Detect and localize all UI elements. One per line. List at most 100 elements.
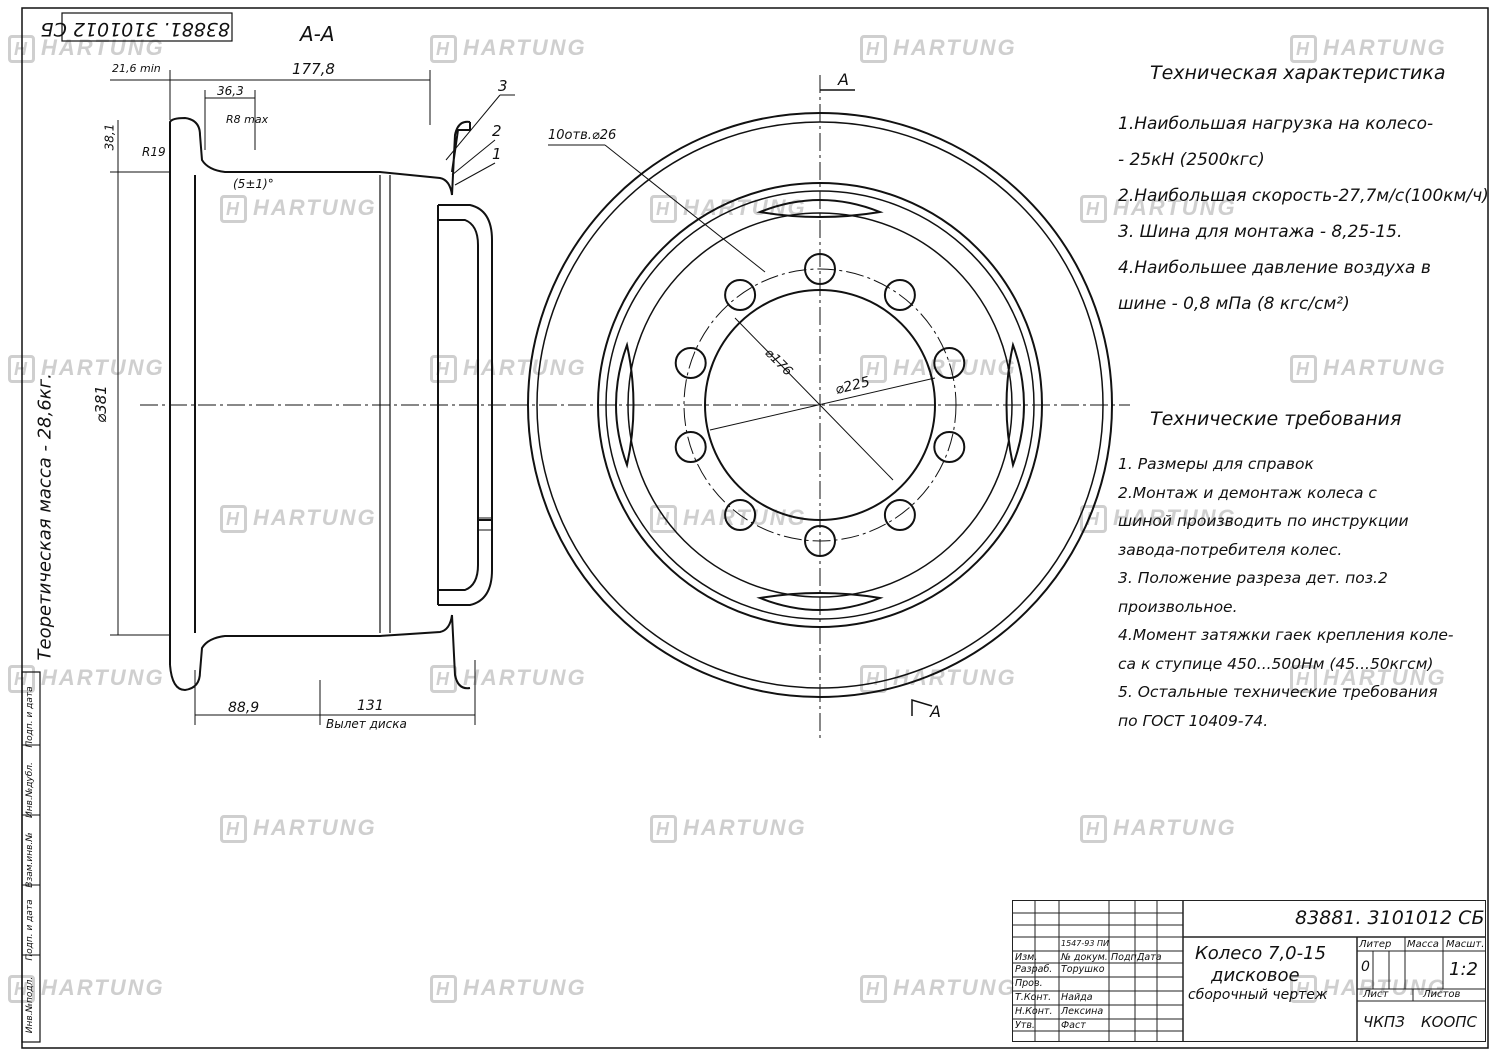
title-block-role: Изм. — [1015, 952, 1038, 963]
title-code: 83881. 3101012 СБ — [1295, 907, 1485, 929]
dim-36-3: 36,3 — [217, 84, 244, 98]
tech-req-line: завода-потребителя колес. — [1118, 540, 1343, 559]
tech-req-line: шиной производить по инструкции — [1118, 512, 1409, 530]
dim-r8: R8 max — [226, 113, 269, 126]
tech-char-title: Техническая характеристика — [1150, 62, 1446, 84]
tech-req-line: 4.Момент затяжки гаек крепления коле- — [1118, 626, 1454, 644]
bolt-hole — [933, 347, 966, 379]
rim-section-outline — [169, 116, 471, 665]
left-stamp-label: Инв.№подл. — [25, 976, 35, 1034]
bolt-hole — [674, 431, 707, 463]
sheet-border — [21, 7, 1489, 1049]
title-block-name: № докум. — [1061, 952, 1108, 963]
bolt-hole — [883, 279, 916, 311]
title-block-name: Фаст — [1061, 1020, 1086, 1031]
tech-char-line: 3. Шина для монтажа - 8,25-15. — [1118, 222, 1403, 242]
left-stamp-label: Взам.инв.№ — [25, 832, 35, 888]
left-stamp-label: Подп. и дата — [25, 899, 35, 961]
title-block-date: Дата — [1137, 952, 1162, 963]
scale-value: 1:2 — [1449, 959, 1478, 980]
top-stamp: 83881. 3101012 СБ — [40, 18, 230, 40]
title-name-3: сборочный чертеж — [1188, 987, 1328, 1003]
tech-req-line: 5. Остальные технические требования — [1118, 683, 1438, 701]
title-block-role: Т.Конт. — [1015, 992, 1052, 1003]
hdr-lit: Литер — [1359, 939, 1392, 950]
dim-131: 131 — [357, 698, 384, 714]
pos-1: 1 — [492, 145, 502, 163]
tech-char-line: 4.Наибольшее давление воздуха в — [1118, 258, 1431, 278]
bolt-hole — [724, 499, 757, 531]
tech-req-line: произвольное. — [1118, 597, 1238, 616]
pos-3: 3 — [498, 77, 508, 95]
dim-88-9: 88,9 — [228, 700, 260, 716]
bolt-holes — [674, 253, 966, 557]
title-block-sign: Подп. — [1111, 952, 1140, 963]
bolt-hole — [724, 279, 757, 311]
tech-req-line: 3. Положение разреза дет. поз.2 — [1118, 569, 1388, 587]
title-block-role: Разраб. — [1015, 964, 1053, 975]
tech-char-line: шине - 0,8 мПа (8 кгс/см²) — [1118, 294, 1350, 314]
org-1: ЧКПЗ — [1363, 1013, 1405, 1031]
dim-r19: R19 — [142, 145, 166, 159]
bolt-hole — [883, 499, 916, 531]
bolt-hole — [933, 431, 966, 463]
tech-req-line: са к ступице 450...500Нм (45...50кгсм) — [1118, 654, 1434, 673]
hdr-scale: Масшт. — [1446, 939, 1485, 950]
sheet-label: Лист — [1363, 989, 1389, 1000]
title-block-name: Найда — [1061, 992, 1093, 1003]
change-note: 1547-93 ПИ — [1061, 939, 1109, 948]
tech-char-line: - 25кН (2500кгс) — [1118, 150, 1265, 170]
tech-req-line: 1. Размеры для справок — [1118, 455, 1314, 473]
tech-req-title: Технические требования — [1150, 408, 1402, 430]
left-stamp-label: Подп. и дата — [25, 686, 35, 748]
org-2: КООПС — [1421, 1013, 1478, 1031]
rim-section-bottom — [169, 614, 471, 692]
tech-char-line: 1.Наибольшая нагрузка на колесо- — [1118, 114, 1434, 134]
lit-value: 0 — [1361, 959, 1370, 975]
tech-req-line: 2.Монтаж и демонтаж колеса с — [1118, 483, 1377, 502]
title-block-role: Утв. — [1015, 1020, 1035, 1031]
title-name-2: дисковое — [1211, 965, 1300, 986]
dim-21-6: 21,6 min — [112, 62, 161, 75]
sheets-label: Листов — [1423, 989, 1461, 1000]
dim-177-8: 177,8 — [292, 60, 335, 78]
title-block: 83881. 3101012 СБ Колесо 7,0-15 дисковое… — [1012, 900, 1486, 1042]
title-block-role: Н.Конт. — [1015, 1006, 1053, 1017]
center-bore — [704, 289, 936, 521]
dim-381: ⌀381 — [91, 385, 110, 423]
title-block-role: Пров. — [1015, 978, 1043, 989]
theoretical-mass-text: Теоретическая масса - 28,6кг. — [34, 373, 56, 661]
dim-holes: 10отв.⌀26 — [548, 128, 617, 143]
title-block-name: Торушко — [1061, 964, 1105, 975]
section-label: А-А — [300, 22, 335, 46]
dim-38-1: 38,1 — [102, 123, 117, 151]
pos-2: 2 — [492, 122, 502, 140]
title-name-1: Колесо 7,0-15 — [1195, 943, 1327, 964]
left-stamp-label: Инв.№дубл. — [25, 762, 35, 818]
hdr-mass: Масса — [1407, 939, 1439, 950]
dim-angle: (5±1)° — [233, 177, 274, 191]
rim-outer-circle — [527, 112, 1113, 698]
section-arrow-top: А — [838, 70, 849, 89]
bolt-hole — [804, 525, 836, 557]
